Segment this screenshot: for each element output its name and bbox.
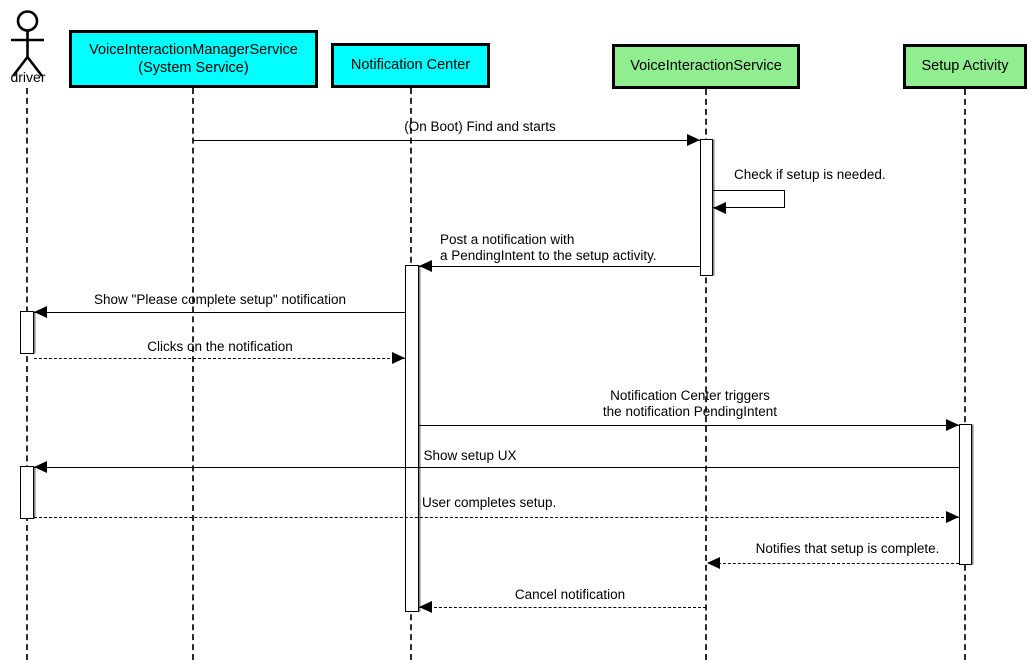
message-arrow-show-please-complete-setup-notification: [34, 305, 47, 318]
message-self-check-if-setup-is-needed: [713, 190, 785, 208]
message-line-show-please-complete-setup-notification: [34, 312, 405, 313]
participant-voiceinteractionservice[interactable]: VoiceInteractionService: [612, 44, 800, 89]
message-line-show-setup-ux: [34, 467, 959, 468]
message-arrow-notifies-that-setup-is-complete: [707, 556, 720, 569]
message-line-cancel-notification: [419, 607, 706, 608]
lifeline-driver: [26, 88, 28, 660]
activation-bar-voiceinteractionservice: [700, 139, 713, 276]
message-arrow-user-completes-setup: [946, 510, 959, 523]
message-label-check-if-setup-is-needed: Check if setup is needed.: [734, 167, 886, 182]
message-line-on-boot-find-and-starts: [193, 140, 700, 141]
message-label-on-boot-find-and-starts: (On Boot) Find and starts: [404, 119, 556, 134]
actor-driver[interactable]: [5, 10, 50, 100]
participant-notification-center[interactable]: Notification Center: [331, 43, 490, 88]
lifeline-vis: [705, 89, 707, 660]
message-line-user-completes-setup: [34, 517, 959, 518]
message-line-notifies-that-setup-is-complete: [713, 563, 959, 564]
participant-setup-activity[interactable]: Setup Activity: [903, 44, 1027, 89]
message-line-post-a-notification: [419, 266, 700, 267]
message-arrow-check-if-setup-is-needed: [713, 201, 726, 214]
actor-stick-figure-icon: [11, 10, 44, 77]
message-label-show-setup-ux: Show setup UX: [423, 448, 517, 463]
activation-bar-driver-2: [20, 466, 34, 519]
message-label-post-a-notification: Post a notification with a PendingIntent…: [440, 232, 657, 264]
message-line-clicks-on-the-notification: [34, 358, 405, 359]
message-label-clicks-on-the-notification: Clicks on the notification: [147, 339, 293, 354]
message-label-notification-center-triggers-pendingintent: Notification Center triggers the notific…: [602, 388, 778, 420]
message-arrow-notification-center-triggers-pendingintent: [946, 418, 959, 431]
activation-bar-notification-center: [405, 265, 419, 612]
actor-driver-label: driver: [10, 69, 46, 85]
message-arrow-post-a-notification: [419, 259, 432, 272]
message-line-notification-center-triggers-pendingintent: [419, 425, 959, 426]
message-label-notifies-that-setup-is-complete: Notifies that setup is complete.: [755, 541, 940, 556]
participant-voiceinteractionmanagerservice[interactable]: VoiceInteractionManagerService (System S…: [69, 30, 318, 88]
message-label-user-completes-setup: User completes setup.: [422, 495, 557, 510]
activation-bar-driver-1: [20, 311, 34, 354]
message-arrow-cancel-notification: [419, 600, 432, 613]
lifeline-setup: [964, 89, 966, 660]
message-arrow-show-setup-ux: [34, 460, 47, 473]
activation-bar-setup-activity: [959, 424, 972, 565]
message-arrow-clicks-on-the-notification: [392, 351, 405, 364]
message-label-show-please-complete-setup-notification: Show "Please complete setup" notificatio…: [94, 292, 346, 307]
lifeline-vims: [192, 88, 194, 660]
message-arrow-on-boot-find-and-starts: [687, 133, 700, 146]
message-label-cancel-notification: Cancel notification: [514, 587, 626, 602]
